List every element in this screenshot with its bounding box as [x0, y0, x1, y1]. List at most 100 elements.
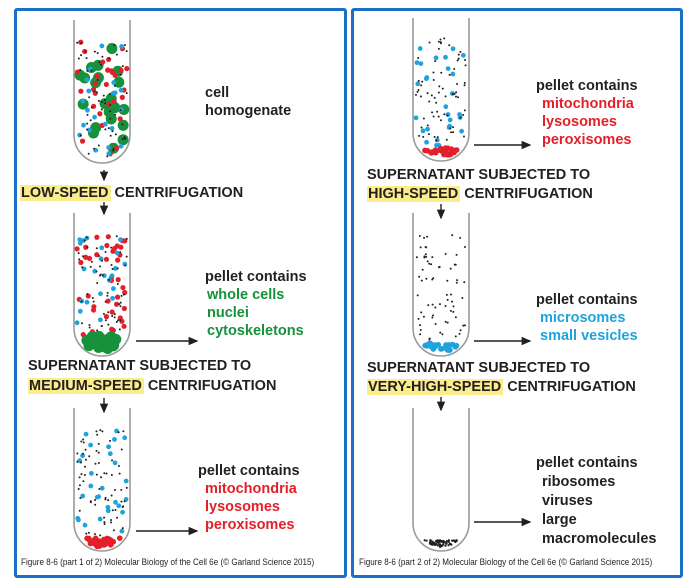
microsome-particle: [119, 528, 125, 534]
microsome-particle: [97, 317, 103, 323]
microsome-particle: [447, 123, 452, 129]
ribosome-particle: [104, 319, 107, 322]
pellet-particle: [429, 539, 432, 542]
pellet-particle: [445, 342, 452, 348]
pellet-item: macromolecules: [542, 531, 657, 547]
microsome-particle: [109, 273, 115, 279]
microsome-particle: [450, 46, 456, 52]
ribosome-particle: [113, 316, 116, 319]
ribosome-particle: [101, 274, 104, 277]
microsome-particle: [122, 435, 128, 441]
ribosome-particle: [443, 113, 446, 116]
ribosome-particle: [446, 279, 449, 282]
microsome-particle: [415, 81, 421, 87]
microsome-particle: [105, 504, 111, 510]
microsome-particle: [99, 245, 105, 251]
speed-highlight: HIGH-SPEED: [367, 186, 461, 202]
mitochondria-particle: [114, 145, 120, 151]
mitochondria-particle: [97, 111, 103, 117]
ribosome-particle: [435, 139, 438, 142]
microsome-particle: [110, 90, 116, 96]
pellet-title: pellet contains: [205, 269, 307, 285]
microsome-particle: [106, 444, 111, 450]
ribosome-particle: [123, 136, 126, 139]
ribosome-particle: [109, 134, 112, 137]
ribosome-particle: [452, 131, 455, 134]
ribosome-particle: [119, 109, 122, 112]
ribosome-particle: [451, 92, 454, 95]
pellet-item: peroxisomes: [205, 517, 295, 533]
pellet-particle: [451, 149, 457, 156]
ribosome-particle: [90, 106, 93, 109]
pellet-particle: [432, 149, 439, 156]
ribosome-particle: [87, 531, 90, 534]
microsome-particle: [98, 291, 103, 297]
pellet-particle: [429, 543, 433, 546]
pellet-particle: [438, 545, 442, 549]
pellet-item: whole cells: [207, 287, 285, 303]
ribosome-particle: [109, 439, 112, 442]
pellet1-label: pellet contains whole cells nuclei cytos…: [205, 268, 307, 340]
ribosome-particle: [464, 324, 467, 327]
microsome-particle: [110, 295, 115, 301]
ribosome-particle: [87, 152, 90, 155]
ribosome-particle: [91, 297, 94, 300]
ribosome-particle: [422, 117, 425, 120]
ribosome-particle: [96, 329, 99, 332]
ribosome-particle: [434, 60, 437, 63]
microsome-particle: [80, 98, 86, 104]
ribosome-particle: [96, 433, 99, 436]
ribosome-particle: [106, 294, 109, 297]
ribosome-particle: [95, 430, 98, 433]
mitochondria-particle: [105, 234, 111, 240]
ribosome-particle: [425, 255, 428, 258]
pellet-particle: [433, 543, 437, 547]
microsome-particle: [460, 52, 466, 58]
ribosome-particle: [123, 500, 126, 503]
ribosome-particle: [459, 329, 462, 332]
mitochondria-particle: [103, 314, 110, 320]
pellet-particle: [442, 149, 448, 156]
pellet-item: viruses: [542, 493, 593, 509]
cell-particle: [118, 103, 130, 115]
pellet3-label: pellet contains mitochondria lysosomes p…: [536, 77, 638, 149]
ribosome-particle: [444, 320, 447, 323]
microsome-particle: [418, 61, 424, 67]
ribosome-particle: [426, 235, 429, 238]
ribosome-particle: [104, 496, 107, 499]
ribosome-particle: [432, 115, 435, 118]
ribosome-particle: [101, 430, 104, 433]
microsome-particle: [111, 80, 117, 85]
pellet-item: mitochondria: [205, 481, 297, 497]
ribosome-particle: [448, 44, 451, 47]
pellet-particle: [455, 539, 458, 542]
microsome-particle: [80, 453, 85, 459]
ribosome-particle: [108, 92, 111, 95]
ribosome-particle: [109, 117, 112, 120]
pellet-particle: [433, 541, 436, 544]
ribosome-particle: [448, 73, 451, 76]
ribosome-particle: [421, 80, 424, 83]
ribosome-particle: [125, 255, 128, 258]
ribosome-particle: [85, 458, 88, 461]
pellet-particle: [93, 341, 105, 353]
ribosome-particle: [427, 304, 430, 307]
pellet-item: peroxisomes: [542, 132, 632, 148]
microsome-particle: [87, 127, 92, 133]
microsome-particle: [107, 451, 113, 457]
mitochondria-particle: [86, 255, 93, 262]
mitochondria-particle: [78, 259, 84, 266]
ribosome-particle: [81, 452, 84, 455]
pellet-title: pellet contains: [536, 455, 638, 471]
ribosome-particle: [81, 266, 84, 269]
microsome-particle: [82, 522, 88, 528]
pellet-item: large: [542, 512, 577, 528]
ribosome-particle: [108, 57, 111, 60]
pellet-item: small vesicles: [540, 328, 638, 344]
ribosome-particle: [417, 317, 420, 320]
microsome-particle: [99, 43, 105, 49]
mitochondria-particle: [105, 298, 111, 304]
ribosome-particle: [118, 303, 121, 306]
ribosome-particle: [438, 303, 441, 306]
ribosome-particle: [80, 42, 83, 45]
